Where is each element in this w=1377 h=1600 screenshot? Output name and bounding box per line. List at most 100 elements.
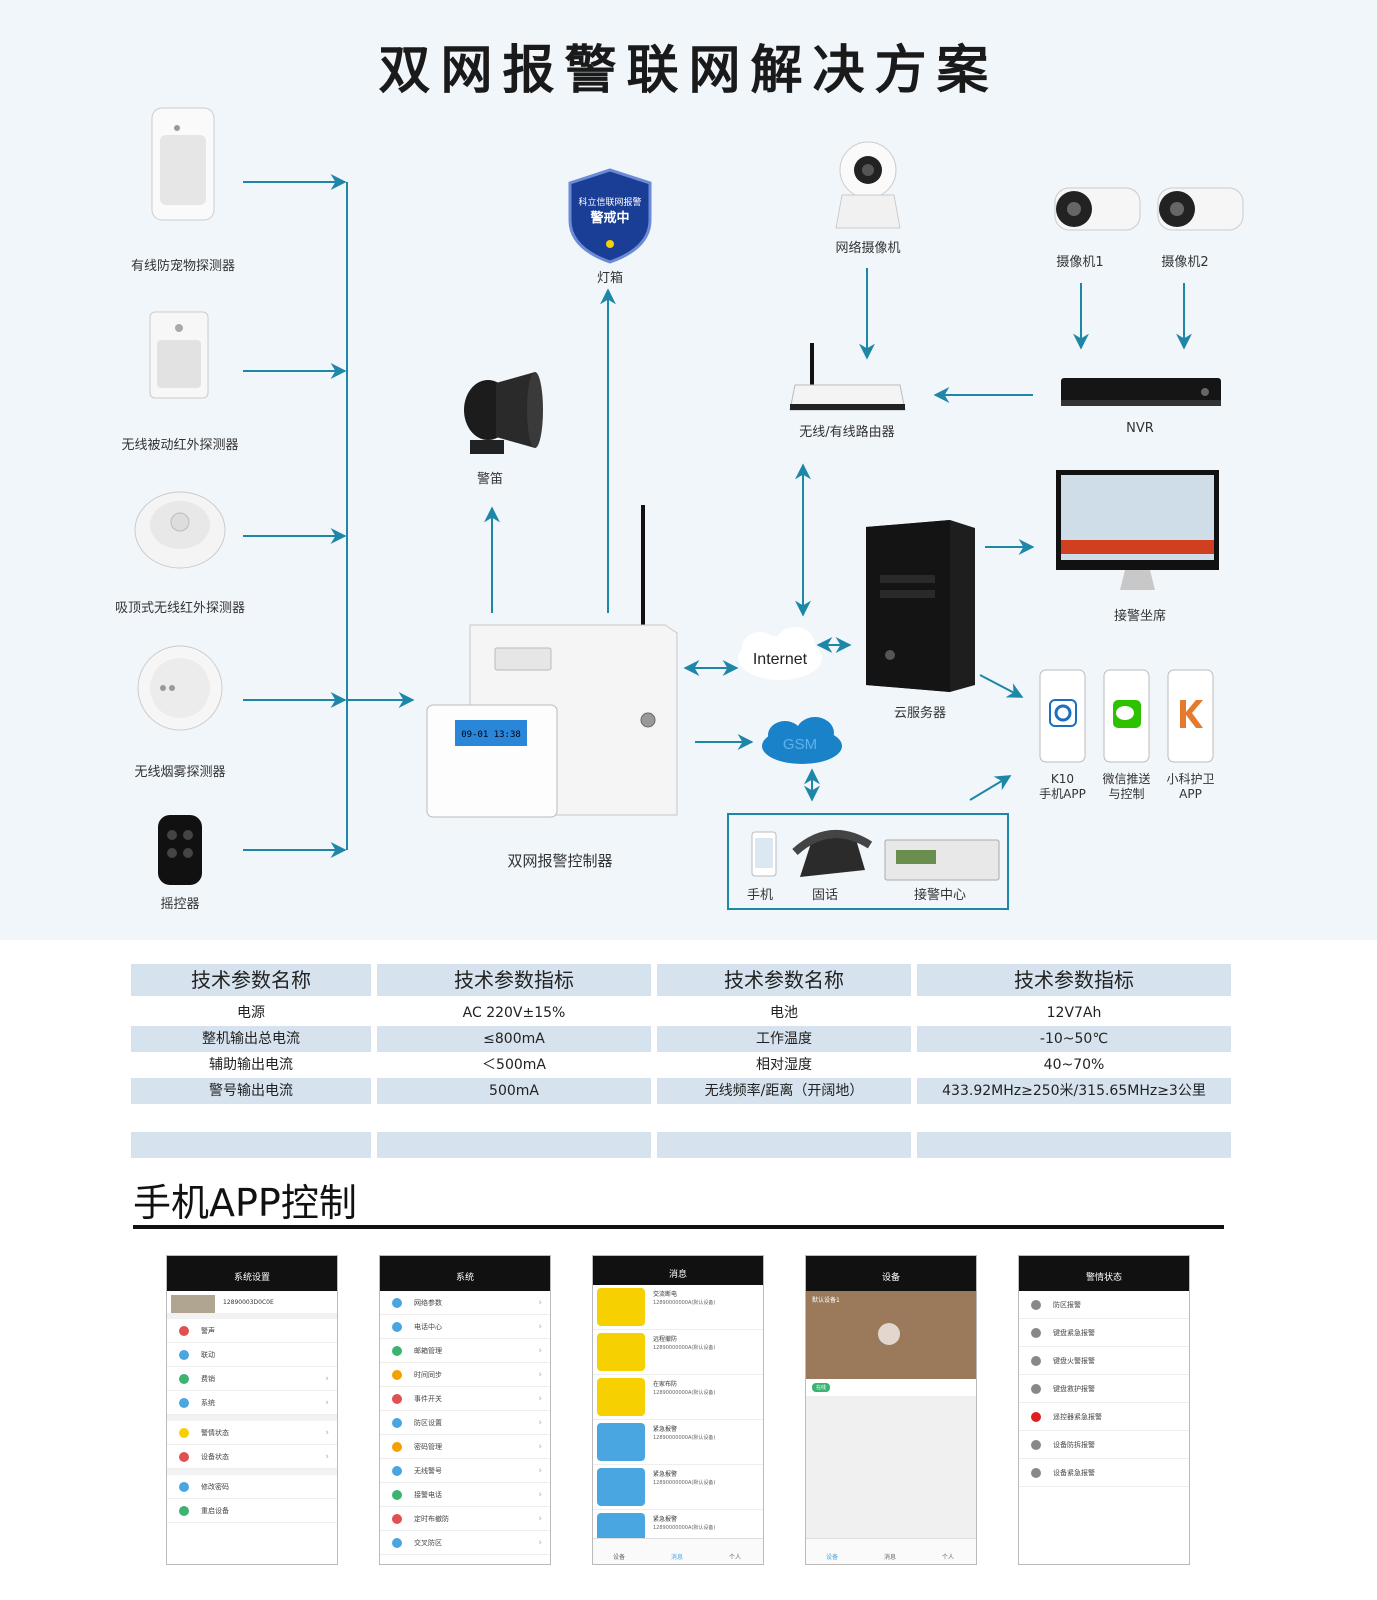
list-item[interactable]: 无线警号› (380, 1459, 550, 1483)
wired-pet-detector-icon (151, 107, 215, 221)
list-item[interactable]: 警声 (167, 1319, 337, 1343)
list-item-label: 键盘火警报警 (1053, 1357, 1095, 1365)
tab-messages[interactable]: 消息 (671, 1554, 684, 1561)
section-gap (167, 1469, 337, 1475)
list-item-label: 警声 (201, 1327, 215, 1335)
list-item-label: 无线警号 (414, 1467, 442, 1475)
alarm-center-icon (884, 839, 1000, 881)
online-badge: 在线 (812, 1383, 831, 1392)
list-item[interactable]: 警情状态› (167, 1421, 337, 1445)
list-item[interactable]: 设备状态› (167, 1445, 337, 1469)
list-item[interactable]: 邮箱管理› (380, 1339, 550, 1363)
spec-empty-cell (131, 1132, 371, 1158)
cloud-server-label: 云服务器 (893, 706, 946, 721)
list-item-label: 防区报警 (1053, 1301, 1081, 1309)
list-item[interactable]: 重启设备 (167, 1499, 337, 1523)
mobile-label: 手机 (746, 888, 773, 903)
spec-cell: 电池 (770, 1005, 798, 1021)
spec-empty-cell (657, 1132, 911, 1158)
phone-header: 消息 (593, 1265, 763, 1285)
list-item[interactable]: 系统› (167, 1391, 337, 1415)
list-item[interactable]: 定时布撤防› (380, 1507, 550, 1531)
chevron-right-icon: › (538, 1442, 542, 1452)
spec-cell: -10~50℃ (917, 1026, 1231, 1052)
status-bar (593, 1256, 763, 1265)
list-item-label: 电话中心 (414, 1323, 442, 1331)
table-row: 辅助输出电流 ＜500mA 相对湿度 40~70% (131, 1052, 1231, 1078)
gsm-cloud-icon (762, 717, 842, 764)
nvr-icon (1061, 378, 1221, 406)
chevron-right-icon: › (538, 1490, 542, 1500)
list-item[interactable]: 密码管理 › (380, 1435, 550, 1459)
list-item[interactable]: 费销› (167, 1367, 337, 1391)
status-dot-icon (1031, 1356, 1041, 1366)
alert-title: 远程撤防 (653, 1336, 678, 1343)
spec-cell: 433.92MHz≥250米/315.65MHz≥3公里 (917, 1078, 1231, 1104)
wechat-app-label: 微信推送 与控制 (1102, 772, 1151, 801)
monitor-seat-label: 接警坐席 (1113, 609, 1166, 624)
list-item[interactable]: 防区设置› (380, 1411, 550, 1435)
phone-header: 系统 (380, 1265, 550, 1291)
alert-title: 紧急报警 (653, 1471, 678, 1478)
list-item[interactable]: 远程撤防 12890000000A(默认设备) (593, 1330, 763, 1375)
tab-devices[interactable]: 设备 (826, 1554, 839, 1561)
list-item[interactable]: 联动 (167, 1343, 337, 1367)
camera-preview[interactable]: 默认设备1 (806, 1291, 976, 1379)
status-bar (806, 1256, 976, 1265)
list-item-label: 网络参数 (414, 1299, 442, 1307)
ip-camera-label: 网络摄像机 (835, 241, 901, 256)
remote-label: 摇控器 (160, 897, 200, 912)
status-dot-icon (1031, 1300, 1041, 1310)
spec-cell: 工作温度 (657, 1026, 911, 1052)
ceiling-pir-icon (134, 491, 226, 569)
status-dot-icon (1031, 1440, 1041, 1450)
ip-camera-icon (835, 141, 901, 229)
list-item[interactable]: 接警电话› (380, 1483, 550, 1507)
switch-icon (392, 1394, 402, 1404)
wireless-pir-label: 无线被动红外探测器 (121, 438, 239, 453)
phone-screenshot-settings: 系统设置 12890003D0C0E 警声 联动 费销› 系统› 警情状态› 设… (166, 1255, 338, 1565)
chevron-right-icon: › (538, 1538, 542, 1548)
list-item[interactable]: 电话中心 › (380, 1315, 550, 1339)
exclamation-icon (597, 1288, 645, 1326)
tab-profile[interactable]: 个人 (729, 1554, 742, 1561)
chevron-right-icon: › (538, 1370, 542, 1380)
mail-icon (392, 1346, 402, 1356)
system-icon (179, 1398, 189, 1408)
chevron-right-icon: › (538, 1346, 542, 1356)
list-item[interactable]: 修改密码 (167, 1475, 337, 1499)
tab-profile[interactable]: 个人 (942, 1554, 955, 1561)
link-gsmbox-apps (969, 775, 1012, 801)
alert-device: 12890000000A(默认设备) (653, 1345, 716, 1351)
tab-devices[interactable]: 设备 (613, 1554, 626, 1561)
spec-cell: 整机输出总电流 (131, 1026, 371, 1052)
chevron-right-icon: › (538, 1322, 542, 1332)
tab-bar: 设备 消息 个人 (806, 1538, 976, 1564)
list-item[interactable]: 事件开关› (380, 1387, 550, 1411)
spec-header-cell: 技术参数指标 (377, 964, 651, 996)
xiaoke-app-label: 小科护卫 APP (1166, 772, 1215, 801)
chevron-right-icon: › (325, 1428, 329, 1438)
edit-icon (179, 1482, 189, 1492)
connection-lines: 科立信联网报警 警戒中 09-01 13:38 Internet (134, 107, 1244, 885)
list-item: 键盘紧急报警 (1019, 1319, 1189, 1347)
list-item[interactable]: 时间同步› (380, 1363, 550, 1387)
list-item-label: 密码管理 (414, 1443, 442, 1451)
list-item[interactable]: 网络参数› (380, 1291, 550, 1315)
list-item[interactable]: 交叉防区› (380, 1531, 550, 1555)
tab-messages[interactable]: 消息 (884, 1554, 897, 1561)
play-icon[interactable] (878, 1323, 900, 1345)
spec-cell: 电源 (237, 1005, 265, 1021)
monitor-icon (1056, 470, 1219, 590)
wireless-pir-icon (149, 311, 209, 399)
alarm-wave-icon (597, 1468, 645, 1506)
section-gap (167, 1415, 337, 1421)
alert-title: 紧急报警 (653, 1426, 678, 1433)
router-label: 无线/有线路由器 (799, 425, 895, 440)
phone-header: 警情状态 (1019, 1265, 1189, 1291)
bell-icon (179, 1326, 189, 1336)
